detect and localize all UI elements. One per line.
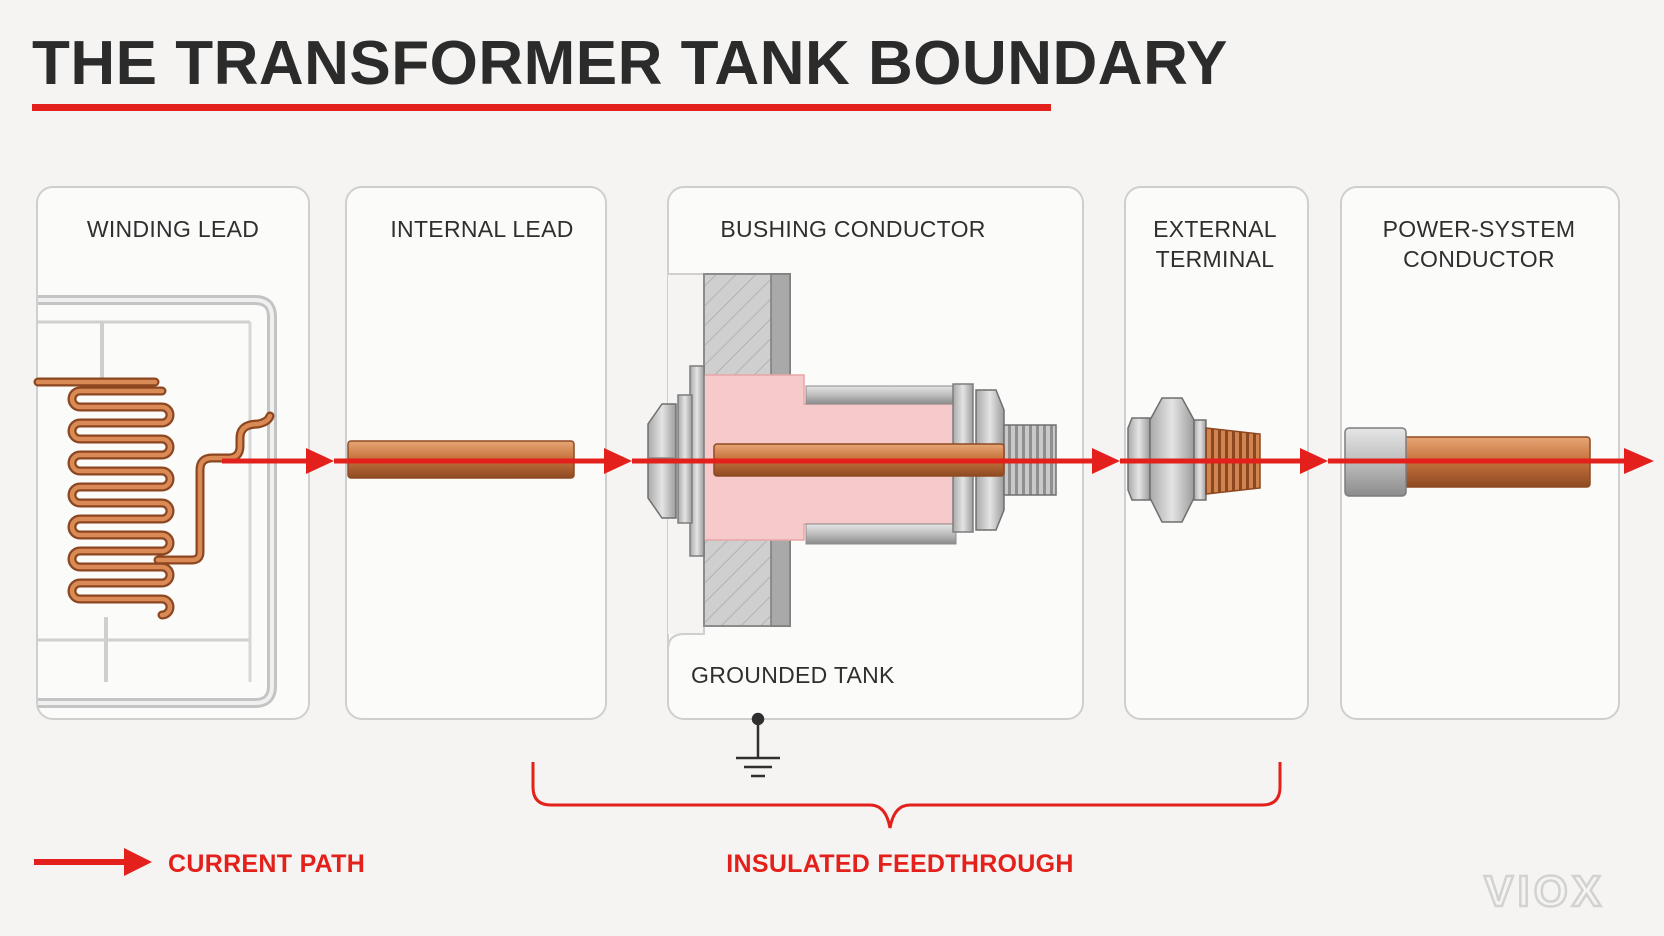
bushing-assembly — [647, 273, 1057, 651]
panel-label: WINDING LEAD — [87, 216, 259, 242]
panel-label: TERMINAL — [1156, 246, 1275, 272]
winding-coil — [33, 377, 275, 620]
grounded-tank-label: GROUNDED TANK — [691, 662, 895, 688]
panel-label: CONDUCTOR — [1403, 246, 1555, 272]
bracket-label: INSULATED FEEDTHROUGH — [726, 850, 1074, 878]
legend-label: CURRENT PATH — [168, 850, 365, 878]
legend-current-path: CURRENT PATH — [34, 848, 365, 878]
viox-logo: VIOX — [1484, 867, 1605, 916]
page-title: THE TRANSFORMER TANK BOUNDARY — [32, 29, 1228, 98]
title-underline — [32, 104, 1051, 111]
legend-arrow-icon — [124, 848, 152, 876]
transformer-core-frame — [38, 295, 277, 708]
ground-symbol-icon — [736, 712, 780, 778]
panel-label: BUSHING CONDUCTOR — [720, 216, 985, 242]
panel-label: POWER-SYSTEM — [1383, 216, 1576, 242]
current-path — [222, 448, 1654, 474]
panel-label: INTERNAL LEAD — [390, 216, 573, 242]
panel-label: EXTERNAL — [1153, 216, 1277, 242]
feedthrough-bracket — [531, 762, 1282, 829]
